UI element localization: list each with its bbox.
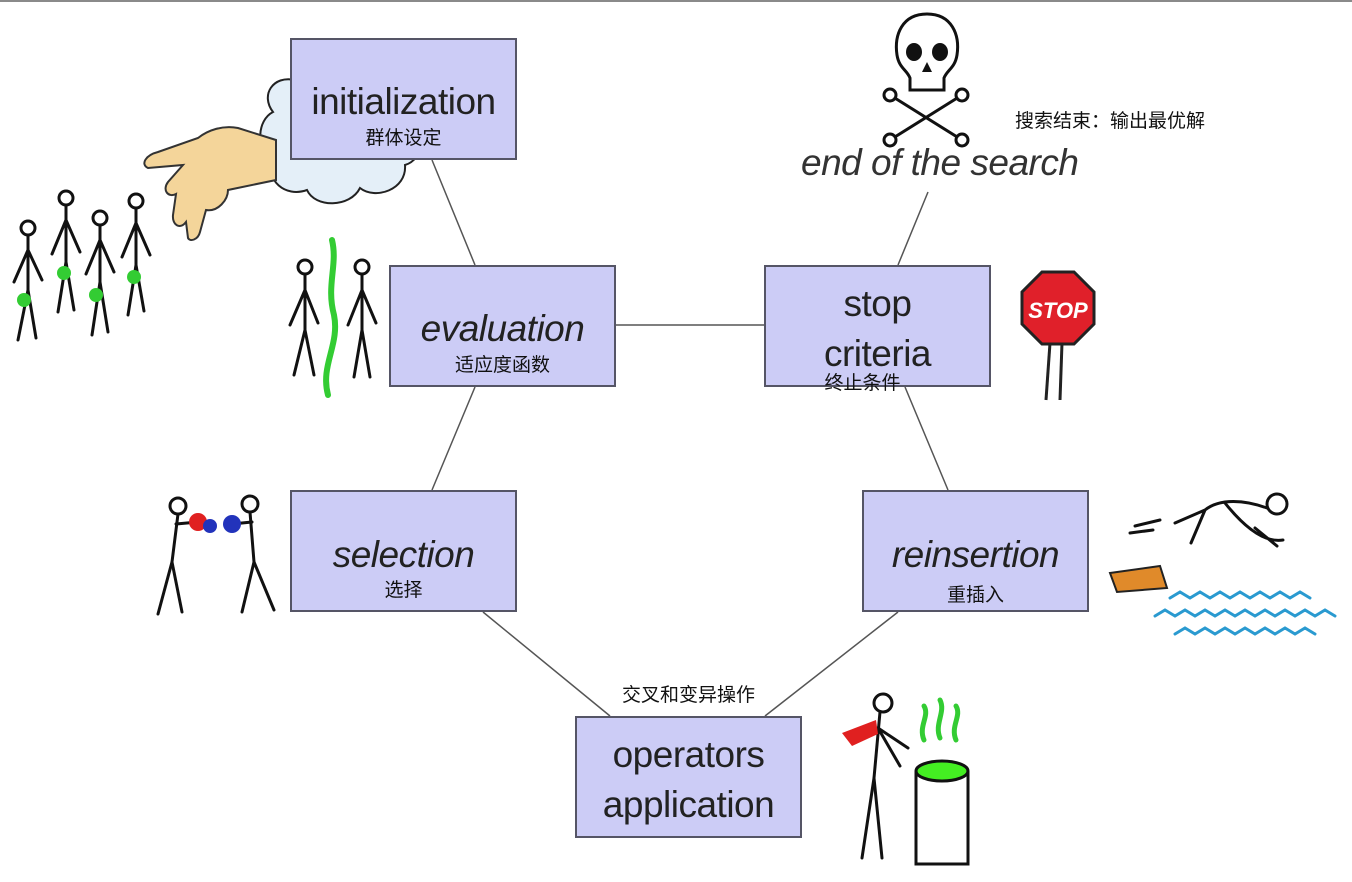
selection-sublabel: 选择 bbox=[384, 579, 423, 601]
connector-initialization-evaluation bbox=[431, 159, 476, 266]
standing-figures-icon bbox=[288, 237, 378, 398]
connector-operators-reinsertion bbox=[764, 611, 899, 717]
initialization-box: initialization 群体设定 bbox=[290, 38, 517, 160]
initialization-sublabel: 群体设定 bbox=[365, 127, 442, 149]
evaluation-label: evaluation bbox=[420, 308, 585, 349]
reinsertion-box: reinsertion 重插入 bbox=[862, 490, 1089, 612]
boxing-figures-icon bbox=[156, 494, 276, 616]
connector-evaluation-selection bbox=[431, 386, 476, 491]
selection-box: selection 选择 bbox=[290, 490, 517, 612]
operators-application-label-line1: operators bbox=[612, 734, 765, 775]
evaluation-sublabel: 适应度函数 bbox=[454, 354, 550, 376]
figure-with-pot-icon bbox=[842, 692, 910, 860]
operators-application-box: operators application bbox=[575, 716, 802, 838]
stop-sign-icon: STOP bbox=[1020, 270, 1096, 401]
end-of-search-label: end of the search bbox=[801, 142, 1079, 183]
stop-criteria-box: stop criteria 终止条件 bbox=[764, 265, 991, 393]
selection-label: selection bbox=[332, 534, 475, 575]
stop-sign-text: STOP bbox=[1028, 298, 1088, 323]
operators-application-label-line2: application bbox=[602, 784, 775, 825]
evaluation-box: evaluation 适应度函数 bbox=[389, 265, 616, 387]
stop-criteria-label-line2: criteria bbox=[823, 333, 932, 374]
pointing-hand-icon bbox=[143, 126, 277, 241]
stop-criteria-sublabel: 终止条件 bbox=[824, 372, 901, 394]
boiling-pot-icon bbox=[914, 697, 970, 866]
connector-selection-operators bbox=[482, 611, 611, 717]
initialization-label: initialization bbox=[311, 81, 496, 122]
reinsertion-label: reinsertion bbox=[891, 534, 1060, 575]
skull-crossbones-icon bbox=[882, 12, 970, 148]
reinsertion-sublabel: 重插入 bbox=[946, 584, 1004, 606]
diving-figure-icon bbox=[1108, 492, 1289, 594]
connector-end-stop bbox=[897, 191, 929, 266]
stop-criteria-label-line1: stop bbox=[843, 283, 912, 324]
water-waves-icon bbox=[1153, 590, 1337, 636]
connector-stop-reinsertion bbox=[904, 386, 949, 491]
operators-application-sublabel: 交叉和变异操作 bbox=[622, 684, 756, 706]
crowd-icon bbox=[12, 189, 152, 342]
end-of-search-sublabel: 搜索结束：输出最优解 bbox=[1015, 110, 1206, 132]
top-divider bbox=[0, 0, 1352, 2]
